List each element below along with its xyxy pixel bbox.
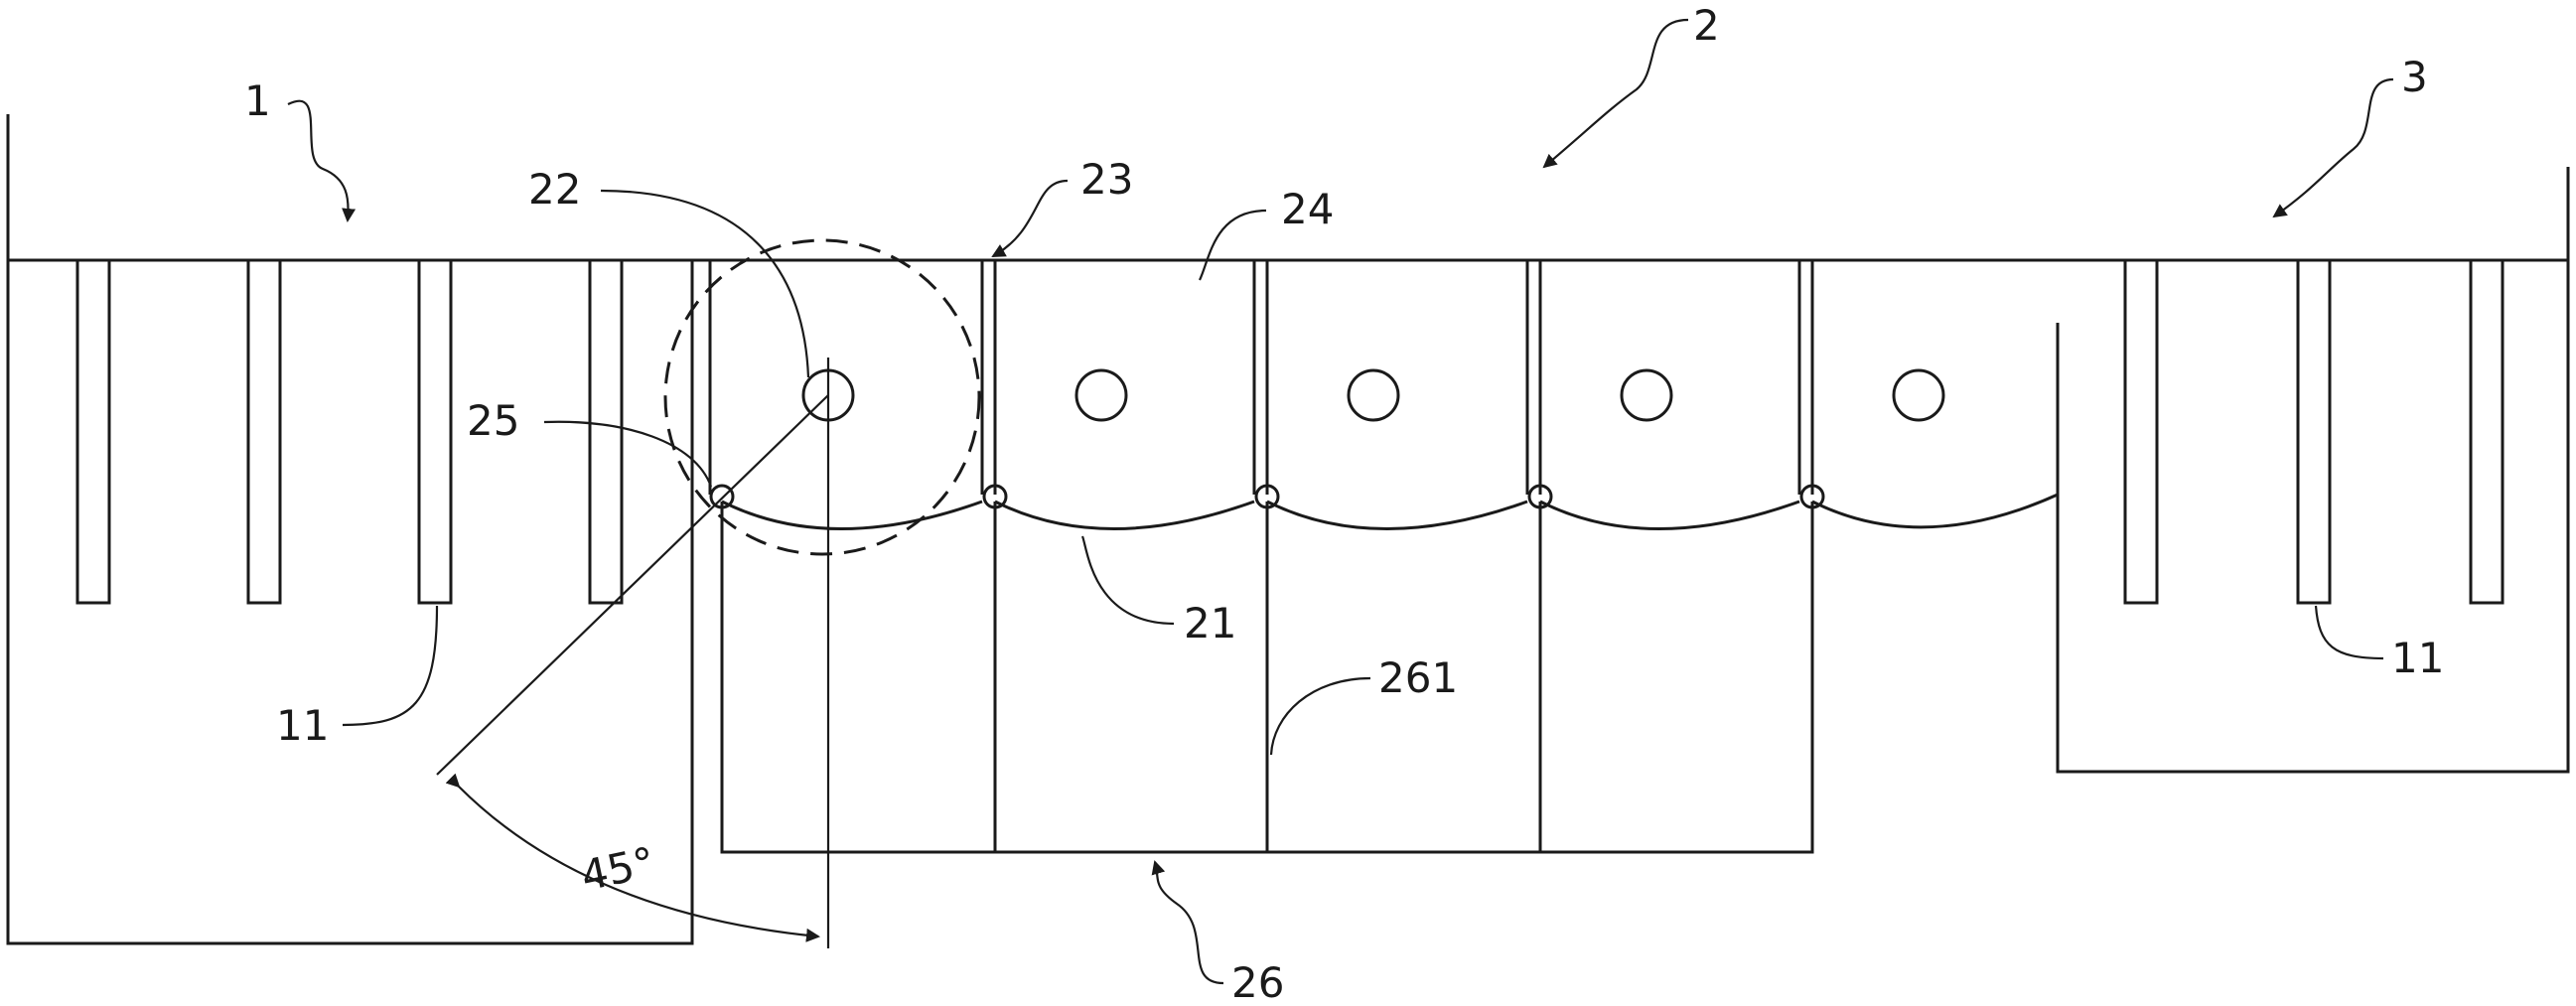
label-21: 21 [1184,599,1236,647]
roller-arc [1266,500,1528,530]
leader-21 [1080,535,1175,626]
right-electrodes [2123,258,2504,605]
electrode-plate [2296,258,2332,605]
leader-1 [287,99,357,222]
trough-26 [720,502,1814,854]
labels: 1 2 3 22 23 24 25 21 261 26 11 11 45° [244,1,2444,1006]
leader-11-right [2314,605,2384,660]
diagonal-line [436,394,829,776]
leader-22 [600,189,810,378]
tank-1 [6,114,694,945]
leader-23 [991,179,1069,257]
leader-25 [543,420,713,488]
electrode-plate [588,258,624,605]
rotation-circle [663,238,981,556]
roller-axle [1620,368,1673,422]
label-26: 26 [1231,958,1284,1006]
leader-24 [1199,209,1267,281]
leader-2 [1542,18,1689,169]
label-3: 3 [2401,53,2428,101]
leader-261 [1269,676,1371,756]
electrode-plate [417,258,453,605]
electrode-plate [2123,258,2159,605]
label-25: 25 [467,396,519,445]
label-11-left: 11 [276,701,329,750]
electrode-plate [246,258,282,605]
roller-axle [1347,368,1400,422]
angle-arc [445,773,820,942]
roller-assembly [663,238,2059,556]
label-11-right: 11 [2391,634,2444,682]
roller-axle [1074,368,1128,422]
leader-11-left [342,605,439,727]
roller-arc [721,500,983,530]
label-1: 1 [244,76,271,125]
leader-lines [287,18,2394,985]
roller-arc [1811,493,2059,529]
angle-construction [436,358,830,948]
label-22: 22 [528,165,581,214]
roller-arc [1539,500,1800,530]
electrode-plate [75,258,111,605]
label-261: 261 [1378,653,1458,702]
electrode-plate [2469,258,2504,605]
label-24: 24 [1281,185,1334,233]
roller-arc [994,500,1255,530]
tank-3 [2056,167,2570,774]
label-23: 23 [1080,155,1133,204]
label-2: 2 [1693,1,1720,50]
roller-axle [1892,368,1945,422]
left-electrodes [75,258,624,605]
leader-26 [1151,860,1224,985]
leader-3 [2272,77,2394,218]
label-45-degrees: 45° [577,837,659,900]
